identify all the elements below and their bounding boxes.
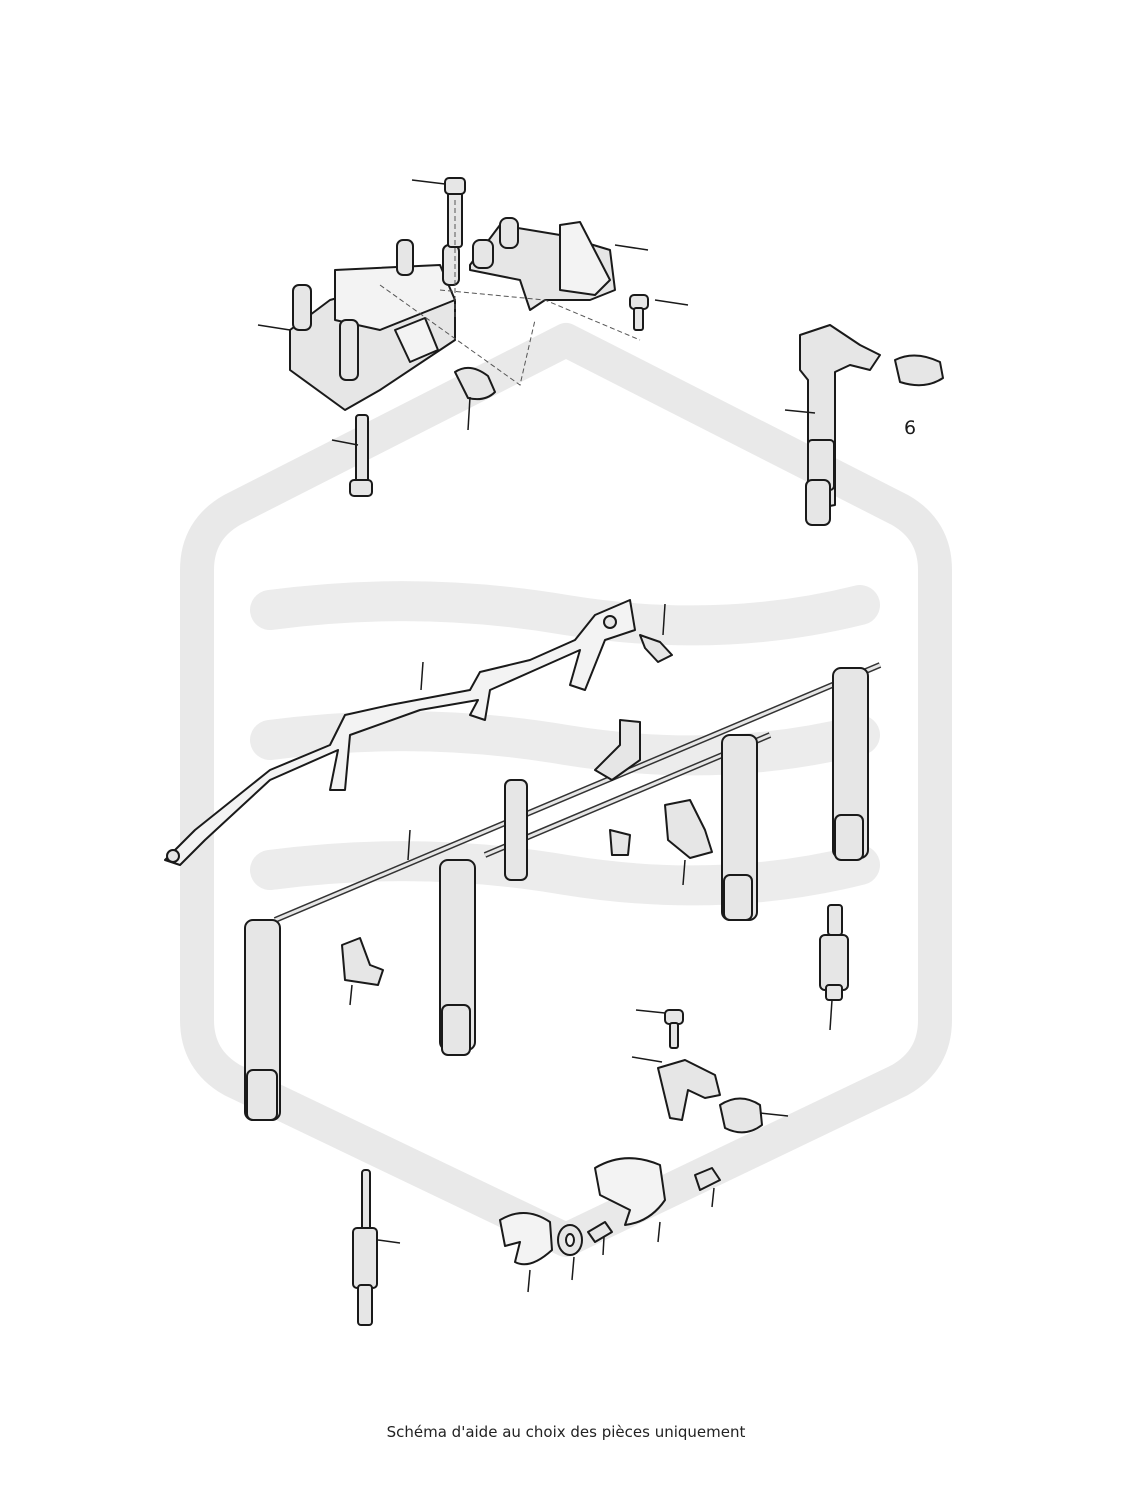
cable-clip-left[interactable] bbox=[341, 937, 384, 986]
ignition-coil-pack[interactable] bbox=[289, 239, 460, 411]
bracket-dashed-lines bbox=[379, 200, 641, 386]
leader-lines bbox=[257, 179, 833, 1293]
bracket-screw[interactable] bbox=[629, 294, 649, 331]
shield-ring-right[interactable] bbox=[594, 1157, 666, 1226]
cable-clip-right[interactable] bbox=[664, 799, 713, 859]
shield-screw-large[interactable] bbox=[694, 1167, 721, 1191]
ignition-lead-rail[interactable] bbox=[164, 599, 636, 866]
callout-number: 6 bbox=[904, 417, 916, 439]
washer[interactable] bbox=[557, 1224, 583, 1256]
shield-screw-small[interactable] bbox=[587, 1221, 613, 1243]
sensor[interactable] bbox=[657, 1059, 721, 1121]
sensor-bolt[interactable] bbox=[664, 1009, 684, 1049]
pencil-ignition-coil[interactable] bbox=[799, 324, 881, 526]
rail-bolt[interactable] bbox=[639, 634, 673, 663]
spark-plug[interactable] bbox=[819, 904, 849, 1001]
diagram-caption: Schéma d'aide au choix des pièces unique… bbox=[386, 1423, 746, 1441]
glow-plug[interactable] bbox=[352, 1169, 378, 1326]
ignition-cable-set[interactable] bbox=[244, 662, 882, 1121]
shield-ring-left[interactable] bbox=[499, 1212, 553, 1266]
coil-bolt-bottom[interactable] bbox=[349, 414, 373, 497]
sensor-connector[interactable] bbox=[719, 1097, 763, 1134]
coil-mounting-bracket[interactable] bbox=[469, 217, 616, 311]
coil-connector[interactable] bbox=[454, 366, 496, 401]
pencil-coil-connector[interactable] bbox=[894, 354, 944, 387]
